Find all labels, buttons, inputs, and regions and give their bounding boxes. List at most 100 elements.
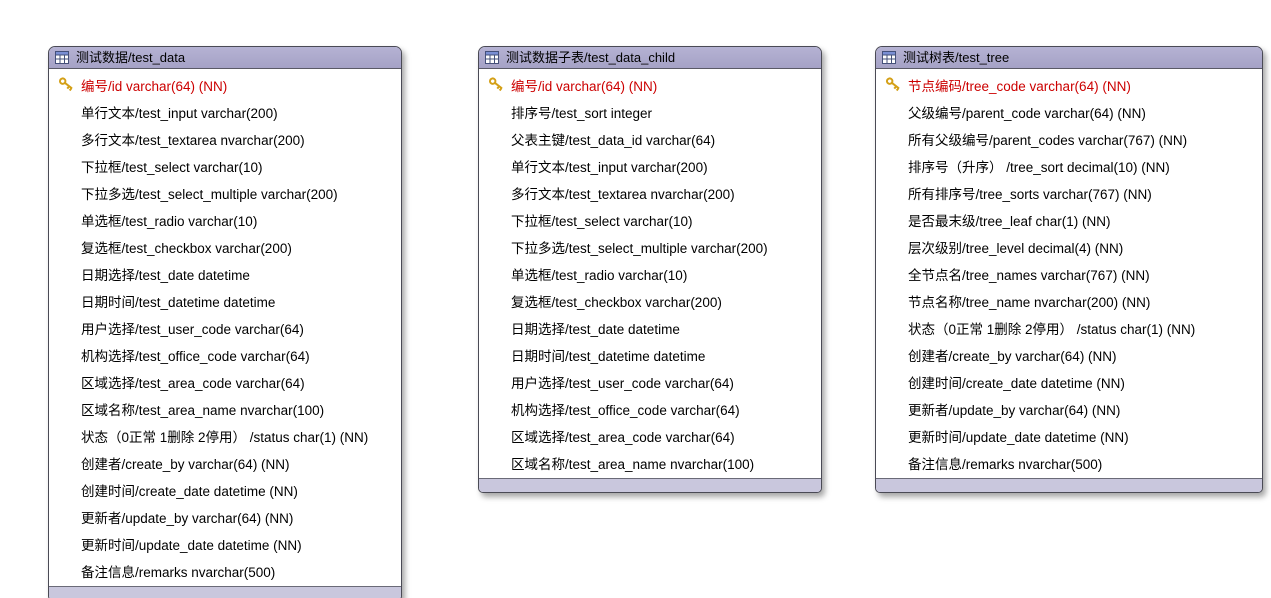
field-label: 状态（0正常 1删除 2停用） /status char(1) (NN)	[81, 429, 369, 445]
field-row[interactable]: 机构选择/test_office_code varchar(64)	[479, 395, 821, 422]
field-label: 排序号/test_sort integer	[511, 105, 653, 121]
field-row[interactable]: 所有父级编号/parent_codes varchar(767) (NN)	[876, 125, 1262, 152]
field-row[interactable]: 区域名称/test_area_name nvarchar(100)	[49, 395, 401, 422]
field-row[interactable]: 更新时间/update_date datetime (NN)	[876, 422, 1262, 449]
field-row[interactable]: 备注信息/remarks nvarchar(500)	[49, 557, 401, 584]
field-row[interactable]: 复选框/test_checkbox varchar(200)	[479, 287, 821, 314]
field-row[interactable]: 编号/id varchar(64) (NN)	[479, 71, 821, 98]
field-row[interactable]: 单选框/test_radio varchar(10)	[479, 260, 821, 287]
field-row[interactable]: 多行文本/test_textarea nvarchar(200)	[479, 179, 821, 206]
table-test-tree[interactable]: 测试树表/test_tree 节点编码/tree_code varchar(64…	[875, 46, 1263, 493]
field-gutter	[884, 265, 904, 283]
field-row[interactable]: 区域选择/test_area_code varchar(64)	[49, 368, 401, 395]
field-gutter	[487, 103, 507, 121]
field-row[interactable]: 区域名称/test_area_name nvarchar(100)	[479, 449, 821, 476]
field-row[interactable]: 更新者/update_by varchar(64) (NN)	[876, 395, 1262, 422]
field-gutter	[487, 319, 507, 337]
field-row[interactable]: 父级编号/parent_code varchar(64) (NN)	[876, 98, 1262, 125]
field-row[interactable]: 区域选择/test_area_code varchar(64)	[479, 422, 821, 449]
table-header[interactable]: 测试树表/test_tree	[876, 47, 1262, 69]
field-label: 下拉多选/test_select_multiple varchar(200)	[511, 240, 768, 256]
field-gutter	[487, 346, 507, 364]
table-fields: 编号/id varchar(64) (NN)单行文本/test_input va…	[49, 69, 401, 586]
field-row[interactable]: 多行文本/test_textarea nvarchar(200)	[49, 125, 401, 152]
field-row[interactable]: 编号/id varchar(64) (NN)	[49, 71, 401, 98]
field-row[interactable]: 状态（0正常 1删除 2停用） /status char(1) (NN)	[876, 314, 1262, 341]
field-label: 用户选择/test_user_code varchar(64)	[81, 321, 304, 337]
field-row[interactable]: 全节点名/tree_names varchar(767) (NN)	[876, 260, 1262, 287]
table-test-data[interactable]: 测试数据/test_data 编号/id varchar(64) (NN)单行文…	[48, 46, 402, 598]
field-label: 所有父级编号/parent_codes varchar(767) (NN)	[908, 132, 1188, 148]
field-row[interactable]: 下拉框/test_select varchar(10)	[479, 206, 821, 233]
field-row[interactable]: 日期选择/test_date datetime	[49, 260, 401, 287]
field-row[interactable]: 复选框/test_checkbox varchar(200)	[49, 233, 401, 260]
field-label: 层次级别/tree_level decimal(4) (NN)	[908, 240, 1124, 256]
field-row[interactable]: 日期选择/test_date datetime	[479, 314, 821, 341]
field-row[interactable]: 排序号（升序） /tree_sort decimal(10) (NN)	[876, 152, 1262, 179]
field-row[interactable]: 状态（0正常 1删除 2停用） /status char(1) (NN)	[49, 422, 401, 449]
key-icon	[884, 76, 904, 94]
field-row[interactable]: 单行文本/test_input varchar(200)	[479, 152, 821, 179]
field-label: 单选框/test_radio varchar(10)	[81, 213, 258, 229]
field-row[interactable]: 层次级别/tree_level decimal(4) (NN)	[876, 233, 1262, 260]
field-gutter	[57, 130, 77, 148]
field-label: 机构选择/test_office_code varchar(64)	[511, 402, 740, 418]
field-row[interactable]: 用户选择/test_user_code varchar(64)	[49, 314, 401, 341]
field-label: 区域名称/test_area_name nvarchar(100)	[511, 456, 755, 472]
field-row[interactable]: 创建者/create_by varchar(64) (NN)	[49, 449, 401, 476]
table-fields: 节点编码/tree_code varchar(64) (NN)父级编号/pare…	[876, 69, 1262, 478]
field-row[interactable]: 所有排序号/tree_sorts varchar(767) (NN)	[876, 179, 1262, 206]
table-header[interactable]: 测试数据/test_data	[49, 47, 401, 69]
field-label: 日期时间/test_datetime datetime	[511, 348, 706, 364]
field-row[interactable]: 机构选择/test_office_code varchar(64)	[49, 341, 401, 368]
field-row[interactable]: 单选框/test_radio varchar(10)	[49, 206, 401, 233]
field-gutter	[487, 211, 507, 229]
field-gutter	[487, 157, 507, 175]
key-icon	[57, 76, 77, 94]
field-row[interactable]: 更新时间/update_date datetime (NN)	[49, 530, 401, 557]
field-label: 排序号（升序） /tree_sort decimal(10) (NN)	[908, 159, 1170, 175]
field-gutter	[884, 130, 904, 148]
field-label: 更新时间/update_date datetime (NN)	[908, 429, 1129, 445]
field-row[interactable]: 创建时间/create_date datetime (NN)	[876, 368, 1262, 395]
field-row[interactable]: 是否最末级/tree_leaf char(1) (NN)	[876, 206, 1262, 233]
field-row[interactable]: 节点名称/tree_name nvarchar(200) (NN)	[876, 287, 1262, 314]
field-gutter	[57, 211, 77, 229]
field-gutter	[57, 238, 77, 256]
field-row[interactable]: 下拉多选/test_select_multiple varchar(200)	[49, 179, 401, 206]
field-gutter	[884, 157, 904, 175]
field-row[interactable]: 创建时间/create_date datetime (NN)	[49, 476, 401, 503]
field-label: 备注信息/remarks nvarchar(500)	[81, 564, 276, 580]
field-row[interactable]: 排序号/test_sort integer	[479, 98, 821, 125]
field-label: 用户选择/test_user_code varchar(64)	[511, 375, 734, 391]
field-gutter	[884, 184, 904, 202]
field-gutter	[57, 400, 77, 418]
field-row[interactable]: 备注信息/remarks nvarchar(500)	[876, 449, 1262, 476]
field-row[interactable]: 日期时间/test_datetime datetime	[49, 287, 401, 314]
field-gutter	[57, 265, 77, 283]
field-row[interactable]: 用户选择/test_user_code varchar(64)	[479, 368, 821, 395]
table-fields: 编号/id varchar(64) (NN) 排序号/test_sort inte…	[479, 69, 821, 478]
field-row[interactable]: 节点编码/tree_code varchar(64) (NN)	[876, 71, 1262, 98]
field-row[interactable]: 下拉框/test_select varchar(10)	[49, 152, 401, 179]
field-row[interactable]: 下拉多选/test_select_multiple varchar(200)	[479, 233, 821, 260]
field-label: 创建者/create_by varchar(64) (NN)	[81, 456, 290, 472]
field-row[interactable]: 更新者/update_by varchar(64) (NN)	[49, 503, 401, 530]
field-label: 创建者/create_by varchar(64) (NN)	[908, 348, 1117, 364]
field-gutter	[57, 184, 77, 202]
field-gutter	[884, 211, 904, 229]
field-row[interactable]: 父表主键/test_data_id varchar(64)	[479, 125, 821, 152]
field-row[interactable]: 单行文本/test_input varchar(200)	[49, 98, 401, 125]
field-label: 区域选择/test_area_code varchar(64)	[511, 429, 735, 445]
field-gutter	[487, 400, 507, 418]
field-row[interactable]: 创建者/create_by varchar(64) (NN)	[876, 341, 1262, 368]
field-row[interactable]: 日期时间/test_datetime datetime	[479, 341, 821, 368]
field-gutter	[57, 427, 77, 445]
field-gutter	[57, 103, 77, 121]
field-label: 更新者/update_by varchar(64) (NN)	[81, 510, 294, 526]
field-gutter	[57, 508, 77, 526]
table-icon	[882, 51, 896, 64]
table-test-data-child[interactable]: 测试数据子表/test_data_child 编号/id varchar(64)…	[478, 46, 822, 493]
table-header[interactable]: 测试数据子表/test_data_child	[479, 47, 821, 69]
field-label: 状态（0正常 1删除 2停用） /status char(1) (NN)	[908, 321, 1196, 337]
